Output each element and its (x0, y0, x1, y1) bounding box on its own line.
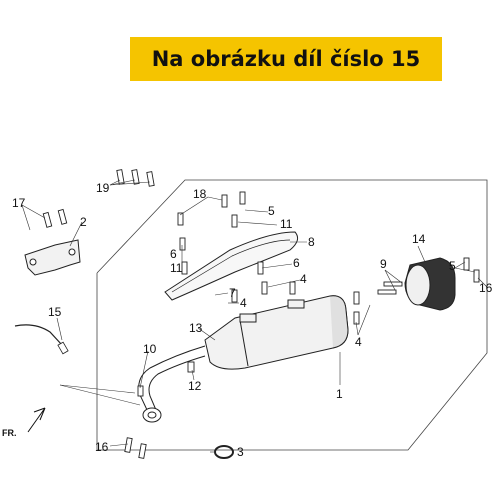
callout-4-bottom: 4 (355, 335, 362, 349)
callout-3: 3 (237, 445, 244, 459)
callout-5-right: 5 (449, 259, 456, 273)
callout-1: 1 (336, 387, 343, 401)
heat-shield (164, 231, 299, 301)
callout-6-left: 7 (229, 286, 236, 300)
part-number-banner: Na obrázku díl číslo 15 (130, 37, 442, 81)
bolts (42, 169, 480, 459)
callout-8: 8 (308, 235, 315, 249)
callout-19: 19 (96, 181, 110, 195)
callout-7: 9 (380, 257, 387, 271)
direction-label: FR. (2, 428, 17, 438)
end-cap (404, 257, 456, 311)
callout-18: 16 (479, 281, 493, 295)
callout-6-right: 6 (293, 256, 300, 270)
callout-12: 13 (189, 321, 203, 335)
sensor-cable (14, 324, 69, 355)
gasket (214, 445, 234, 459)
callout-4-left: 4 (240, 296, 247, 310)
direction-indicator: FR. (2, 407, 46, 438)
callout-2: 2 (80, 215, 87, 229)
callout-11-top: 11 (280, 217, 293, 231)
callout-5-top: 5 (268, 204, 275, 218)
muffler-body (204, 295, 349, 370)
callout-11-left: 11 (170, 261, 183, 275)
callouts: 19 17 2 18 5 11 8 6 11 6 4 7 4 14 5 9 16… (12, 181, 493, 459)
callout-4-right: 4 (300, 272, 307, 286)
leader-lines (21, 179, 489, 453)
mounting-bracket (24, 239, 81, 276)
banner-text: Na obrázku díl číslo 15 (151, 47, 421, 71)
callout-13: 14 (412, 232, 426, 246)
callout-5-left: 6 (170, 247, 177, 261)
callout-14: 15 (48, 305, 62, 319)
callout-16: 16 (95, 440, 109, 454)
callout-17: 18 (193, 187, 207, 201)
callout-9: 10 (143, 342, 157, 356)
assembly-boundary (96, 179, 488, 451)
callout-10: 12 (188, 379, 202, 393)
callout-15: 17 (12, 196, 26, 210)
